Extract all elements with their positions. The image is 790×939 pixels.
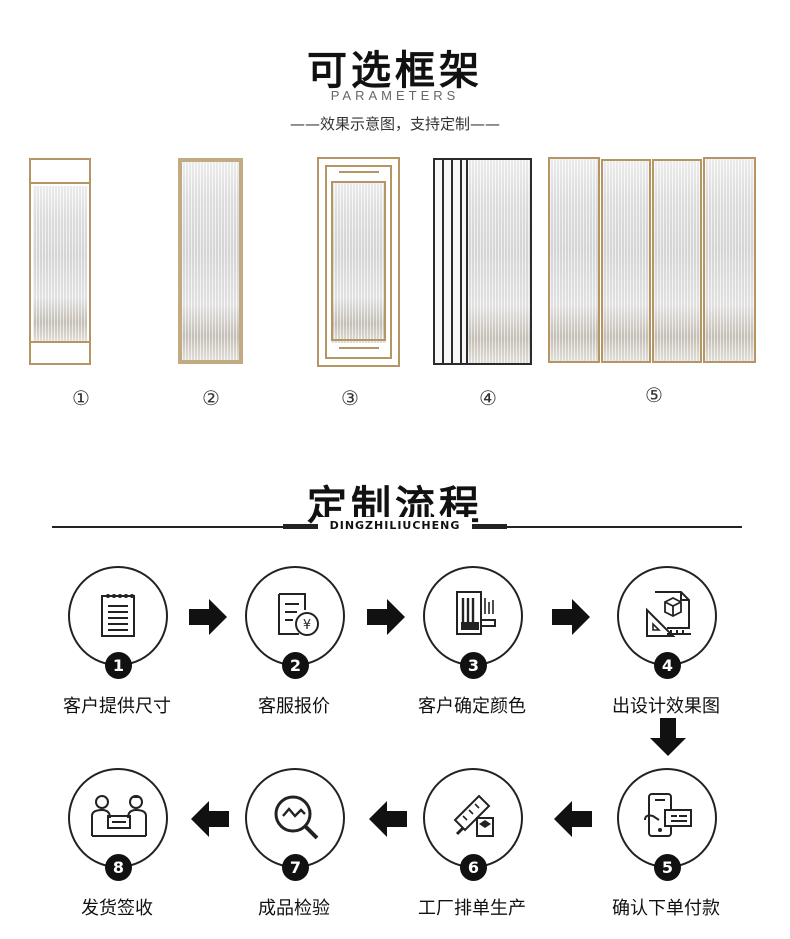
section-title-frames: 可选框架: [307, 47, 483, 94]
step-1-badge: 1: [105, 652, 132, 679]
frame-option-5: [548, 155, 758, 365]
frame-number-3: ③: [341, 386, 359, 410]
factory-tools-icon: [453, 794, 494, 837]
step-6-label: 工厂排单生产: [418, 898, 526, 919]
paint-swatch-icon: [456, 591, 496, 635]
step-4-label: 出设计效果图: [612, 696, 720, 717]
step-8-badge: 8: [105, 854, 132, 881]
step-5-circle: [617, 768, 717, 868]
arrow-right-icon: [367, 599, 405, 635]
section-note: ——效果示意图，支持定制——: [289, 115, 500, 133]
frame-number-5: ⑤: [645, 383, 663, 407]
arrow-down-icon: [650, 718, 686, 756]
arrow-left-icon: [191, 801, 229, 837]
notepad-icon: [101, 594, 135, 637]
step-4-badge: 4: [654, 652, 681, 679]
delivery-handover-icon: [91, 795, 147, 837]
step-8-circle: [68, 768, 168, 868]
step-1-label: 客户提供尺寸: [63, 696, 171, 717]
step-6-badge: 6: [460, 854, 487, 881]
frame-option-3: [317, 157, 400, 367]
step-2-badge: 2: [282, 652, 309, 679]
step-3-circle: [423, 566, 523, 666]
step-1-circle: [68, 566, 168, 666]
arrow-right-icon: [189, 599, 227, 635]
frame-option-2: [178, 158, 243, 364]
step-5-label: 确认下单付款: [612, 898, 720, 919]
frame-number-2: ②: [202, 386, 220, 410]
step-6-circle: [423, 768, 523, 868]
step-2-circle: ¥: [245, 566, 345, 666]
step-4-circle: [617, 566, 717, 666]
step-2-label: 客服报价: [258, 696, 330, 717]
section-subtitle-process: DINGZHILIUCHENG: [329, 519, 461, 532]
svg-text:¥: ¥: [303, 618, 311, 633]
frame-number-1: ①: [72, 386, 90, 410]
arrow-left-icon: [369, 801, 407, 837]
step-3-badge: 3: [460, 652, 487, 679]
arrow-left-icon: [554, 801, 592, 837]
inspection-magnifier-icon: [274, 795, 319, 840]
step-5-badge: 5: [654, 854, 681, 881]
frame-number-4: ④: [479, 386, 497, 410]
step-3-label: 客户确定颜色: [418, 696, 526, 717]
section-subtitle-parameters: PARAMETERS: [330, 88, 460, 103]
frame-option-4: [433, 158, 532, 365]
step-7-label: 成品检验: [258, 898, 330, 919]
step-7-circle: [245, 768, 345, 868]
step-8-label: 发货签收: [81, 898, 153, 919]
step-7-badge: 7: [282, 854, 309, 881]
frame-option-1: [29, 158, 91, 365]
design-drawing-icon: [646, 591, 691, 637]
quote-document-icon: ¥: [278, 593, 319, 636]
arrow-right-icon: [552, 599, 590, 635]
mobile-payment-icon: [644, 793, 692, 837]
